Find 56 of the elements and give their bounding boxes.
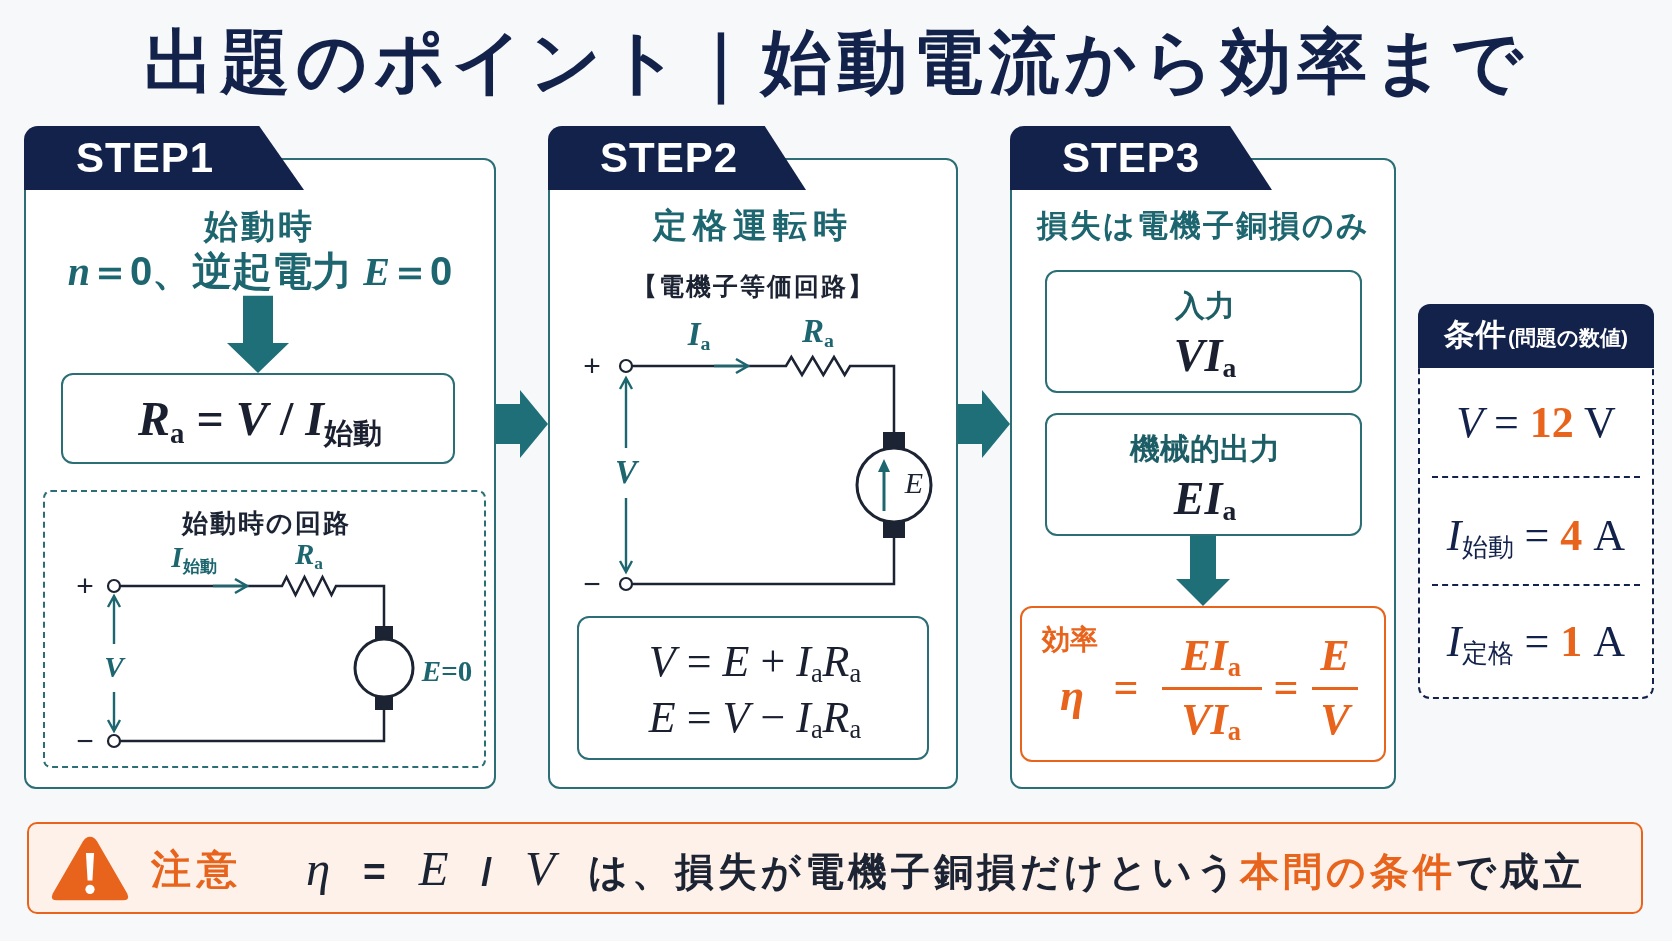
circuit-panel	[43, 490, 486, 768]
arrow	[1176, 536, 1230, 606]
formula-box	[577, 616, 929, 760]
voltage-label: V	[104, 651, 124, 685]
step-heading: 定格運転時	[653, 206, 853, 246]
step-panel	[1010, 126, 1396, 789]
terminal-sign: −	[583, 566, 601, 602]
step-tab: STEP2	[548, 126, 806, 190]
terminal-sign: −	[76, 723, 94, 759]
current-label: I$_{始動}$	[171, 541, 217, 575]
resistance-label: R$_{a}$	[295, 538, 323, 572]
current-label: I$_{a}$	[687, 316, 711, 354]
warning-bar	[27, 822, 1643, 914]
formula: E = V − I$_{a}$R$_{a}$	[648, 692, 862, 744]
formula: EI$_{a}$	[1173, 472, 1237, 526]
terminal-sign: +	[76, 568, 94, 604]
panel-subtitle: (問題の数値)	[1508, 325, 1628, 351]
formula: R$_{a}$ = V / I$_{始動}$	[138, 391, 382, 447]
equals-sign: =	[1113, 662, 1139, 714]
page-title: 出題のポイント｜始動電流から効率まで	[143, 21, 1529, 103]
condition-value: V = 12 V	[1456, 397, 1616, 449]
box-heading: 入力	[1175, 288, 1235, 324]
condition-value: I$_{始動}$ = 4 A	[1446, 510, 1626, 562]
panel-title: 条件	[1444, 316, 1506, 354]
conditions-panel	[1418, 304, 1654, 699]
numerator: E	[1320, 630, 1350, 682]
resistance-label: R$_{a}$	[802, 313, 834, 351]
box-heading: 機械的出力	[1130, 431, 1280, 467]
emf-label: E=0	[421, 655, 473, 689]
warning-text: η = E / V は、損失が電機子銅損だけという本問の条件で成立	[306, 840, 1586, 898]
step-heading: 始動時	[204, 206, 316, 247]
formula: VI$_{a}$	[1173, 329, 1237, 383]
terminal-sign: +	[583, 348, 601, 384]
step-panel	[548, 126, 958, 789]
value-box	[1045, 413, 1362, 536]
equals-sign: =	[1273, 662, 1299, 714]
circuit-title: 【電機子等価回路】	[631, 271, 875, 301]
step-tab: STEP3	[1010, 126, 1272, 190]
warning-label: 注意	[151, 846, 243, 892]
formula-box	[61, 373, 455, 464]
step-panel	[24, 126, 496, 789]
box-heading: 効率	[1042, 623, 1098, 657]
emf-label: E	[904, 465, 924, 501]
formula-term: η	[1059, 670, 1085, 722]
denominator: VI$_{a}$	[1181, 694, 1241, 746]
efficiency-box	[1020, 606, 1386, 762]
arrow	[496, 390, 548, 458]
step-heading: 損失は電機子銅損のみ	[1036, 208, 1370, 244]
condition-value: I$_{定格}$ = 1 A	[1446, 616, 1626, 668]
numerator: EI$_{a}$	[1181, 630, 1241, 682]
value-box	[1045, 270, 1362, 393]
step-tab: STEP1	[24, 126, 304, 190]
arrow	[958, 390, 1010, 458]
circuit-title: 始動時の回路	[181, 509, 351, 539]
condition-text: n＝0、逆起電力 E＝0	[67, 247, 453, 296]
formula: V = E + I$_{a}$R$_{a}$	[648, 636, 862, 688]
